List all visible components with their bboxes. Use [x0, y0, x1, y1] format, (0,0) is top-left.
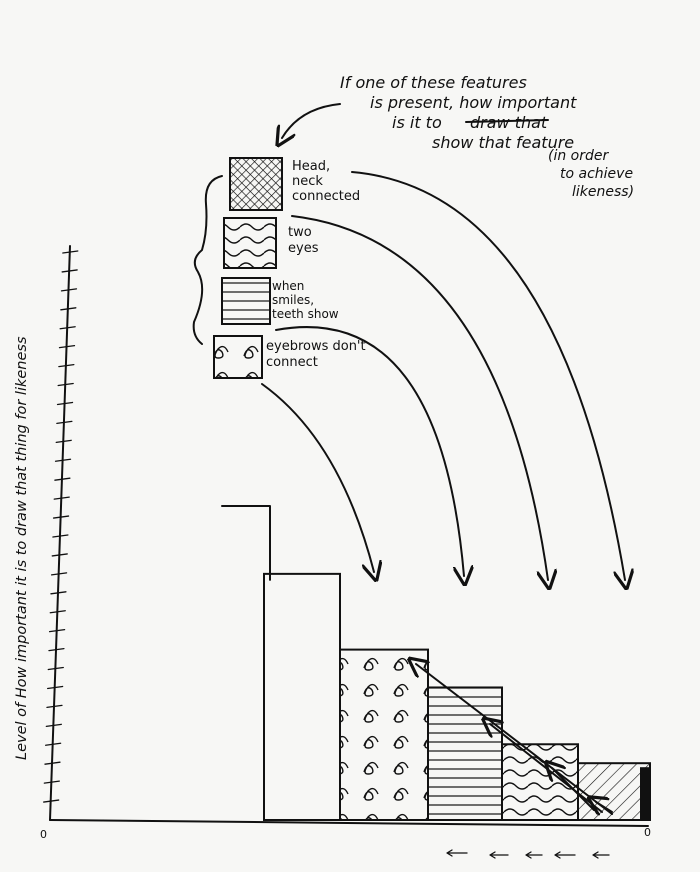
y-axis-line — [49, 245, 71, 821]
y-tick — [52, 534, 69, 538]
arrow-two-eyes — [291, 215, 548, 580]
in-bar-arrow — [416, 664, 613, 815]
y-tick — [48, 647, 65, 652]
question-line-2: is present, how important — [370, 93, 577, 112]
question-line-1: If one of these features — [340, 73, 527, 92]
x-axis-line — [49, 819, 649, 827]
y-tick — [43, 799, 60, 803]
bar-edge-shading — [640, 767, 650, 820]
in-bar-arrows — [416, 664, 613, 815]
y-tick — [53, 496, 70, 500]
y-tick — [46, 704, 63, 709]
y-axis-ticks — [43, 250, 79, 803]
bars — [221, 505, 651, 822]
legend-swatch-eyes — [223, 217, 277, 269]
y-tick — [58, 363, 75, 368]
legend-label-eyes-1: two — [288, 225, 312, 240]
legend-label-eyebrows-1: eyebrows don't — [266, 339, 366, 354]
legend-swatch-eyebrows — [213, 335, 263, 379]
bar-teeth — [427, 686, 503, 822]
y-tick — [61, 269, 78, 273]
ordering-arrow — [489, 851, 509, 859]
y-tick — [58, 345, 76, 349]
y-tick — [46, 685, 64, 690]
ordering-arrow — [446, 849, 468, 857]
legend-swatch-teeth — [221, 277, 271, 325]
y-tick — [56, 420, 73, 425]
strike-through-line — [465, 119, 549, 123]
y-tick — [48, 629, 66, 633]
arrow-eyebrows — [261, 383, 374, 572]
y-tick — [60, 307, 77, 311]
y-tick — [50, 572, 68, 576]
x-axis: 0 0 — [40, 819, 651, 859]
bar-eyebrows — [339, 648, 429, 821]
origin-label-left: 0 — [40, 828, 47, 841]
legend-label-teeth-3: teeth show — [272, 307, 339, 321]
question-line-4: show that feature — [432, 133, 574, 152]
y-axis-label: Level of How important it is to draw tha… — [14, 336, 30, 760]
question-annotation: If one of these features is present, how… — [282, 73, 634, 200]
ordering-arrow — [592, 851, 610, 859]
legend-label-head-3: connected — [292, 189, 360, 204]
y-tick — [62, 250, 79, 254]
y-tick — [52, 515, 70, 519]
y-axis: Level of How important it is to draw tha… — [14, 245, 79, 821]
y-tick — [60, 288, 78, 292]
y-tick — [54, 458, 72, 462]
y-tick — [54, 477, 71, 481]
legend-label-teeth-2: smiles, — [272, 293, 314, 307]
question-struck-text: draw that — [470, 113, 548, 132]
y-tick — [59, 326, 76, 330]
y-tick — [44, 742, 62, 746]
ordering-arrow — [554, 851, 576, 859]
origin-label-right: 0 — [644, 826, 651, 839]
y-tick — [51, 553, 68, 557]
note-line-2: to achieve — [560, 166, 633, 182]
arrow-head-neck — [351, 171, 625, 580]
bar-blank — [263, 572, 341, 821]
ordering-arrows — [446, 849, 610, 859]
legend-label-head-1: Head, — [292, 159, 330, 174]
legend-brace — [192, 175, 223, 345]
question-line-3: is it to — [392, 113, 442, 132]
legend-swatch-head — [229, 157, 283, 211]
y-tick — [43, 780, 60, 784]
y-tick — [56, 401, 74, 406]
legend-label-head-2: neck — [292, 174, 323, 189]
y-tick — [44, 761, 61, 765]
bar-head-neck — [577, 762, 651, 822]
question-arrow — [282, 103, 341, 138]
legend-label-eyebrows-2: connect — [266, 355, 318, 370]
legend: Head, neck connected two eyes when smile… — [192, 157, 366, 379]
y-tick — [45, 723, 62, 727]
note-line-3: likeness) — [572, 184, 634, 200]
y-tick — [49, 610, 66, 614]
legend-label-teeth-1: when — [272, 279, 304, 293]
in-bar-arrow — [596, 802, 613, 812]
y-tick — [57, 382, 74, 387]
legend-label-eyes-2: eyes — [288, 241, 319, 256]
ordering-arrow — [525, 851, 543, 859]
sketch-outline-line — [221, 505, 271, 581]
note-line-1: (in order — [548, 148, 609, 164]
y-tick — [50, 591, 67, 595]
arrow-teeth — [275, 326, 464, 576]
legend-to-bar-arrows — [261, 171, 625, 580]
y-tick — [47, 666, 64, 671]
y-tick — [55, 439, 72, 443]
